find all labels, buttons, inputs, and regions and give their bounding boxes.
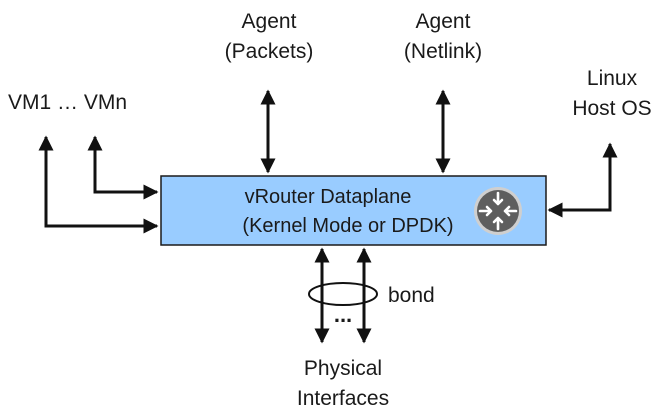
vms-label: VM1 … VMn — [8, 91, 128, 114]
vrouter-title: vRouter Dataplane — [245, 186, 412, 208]
agent-packets-line2: (Packets) — [224, 40, 314, 63]
agent-netlink-line2: (Netlink) — [403, 40, 483, 63]
bond-label: bond — [388, 284, 435, 307]
physical-line1: Physical — [303, 357, 383, 380]
agent-netlink-label: Agent (Netlink) — [388, 7, 498, 67]
linux-host-line2: Host OS — [572, 97, 652, 120]
vm1-arrow — [38, 135, 159, 234]
bond-ellipsis: ... — [334, 302, 352, 327]
agent-packets-label: Agent (Packets) — [214, 7, 324, 67]
physical-interfaces-label: Physical Interfaces — [283, 354, 403, 414]
bond-ellipse — [308, 282, 378, 306]
vrouter-subtitle: (Kernel Mode or DPDK) — [242, 215, 453, 237]
linux-host-label: Linux Host OS — [566, 64, 658, 124]
linux-host-arrow — [547, 142, 618, 218]
agent-packets-line1: Agent — [241, 10, 297, 33]
physical-line2: Interfaces — [296, 387, 390, 410]
linux-host-line1: Linux — [586, 67, 638, 90]
router-icon — [474, 187, 522, 235]
vmn-arrow — [87, 135, 159, 200]
agent-netlink-line1: Agent — [415, 10, 471, 33]
